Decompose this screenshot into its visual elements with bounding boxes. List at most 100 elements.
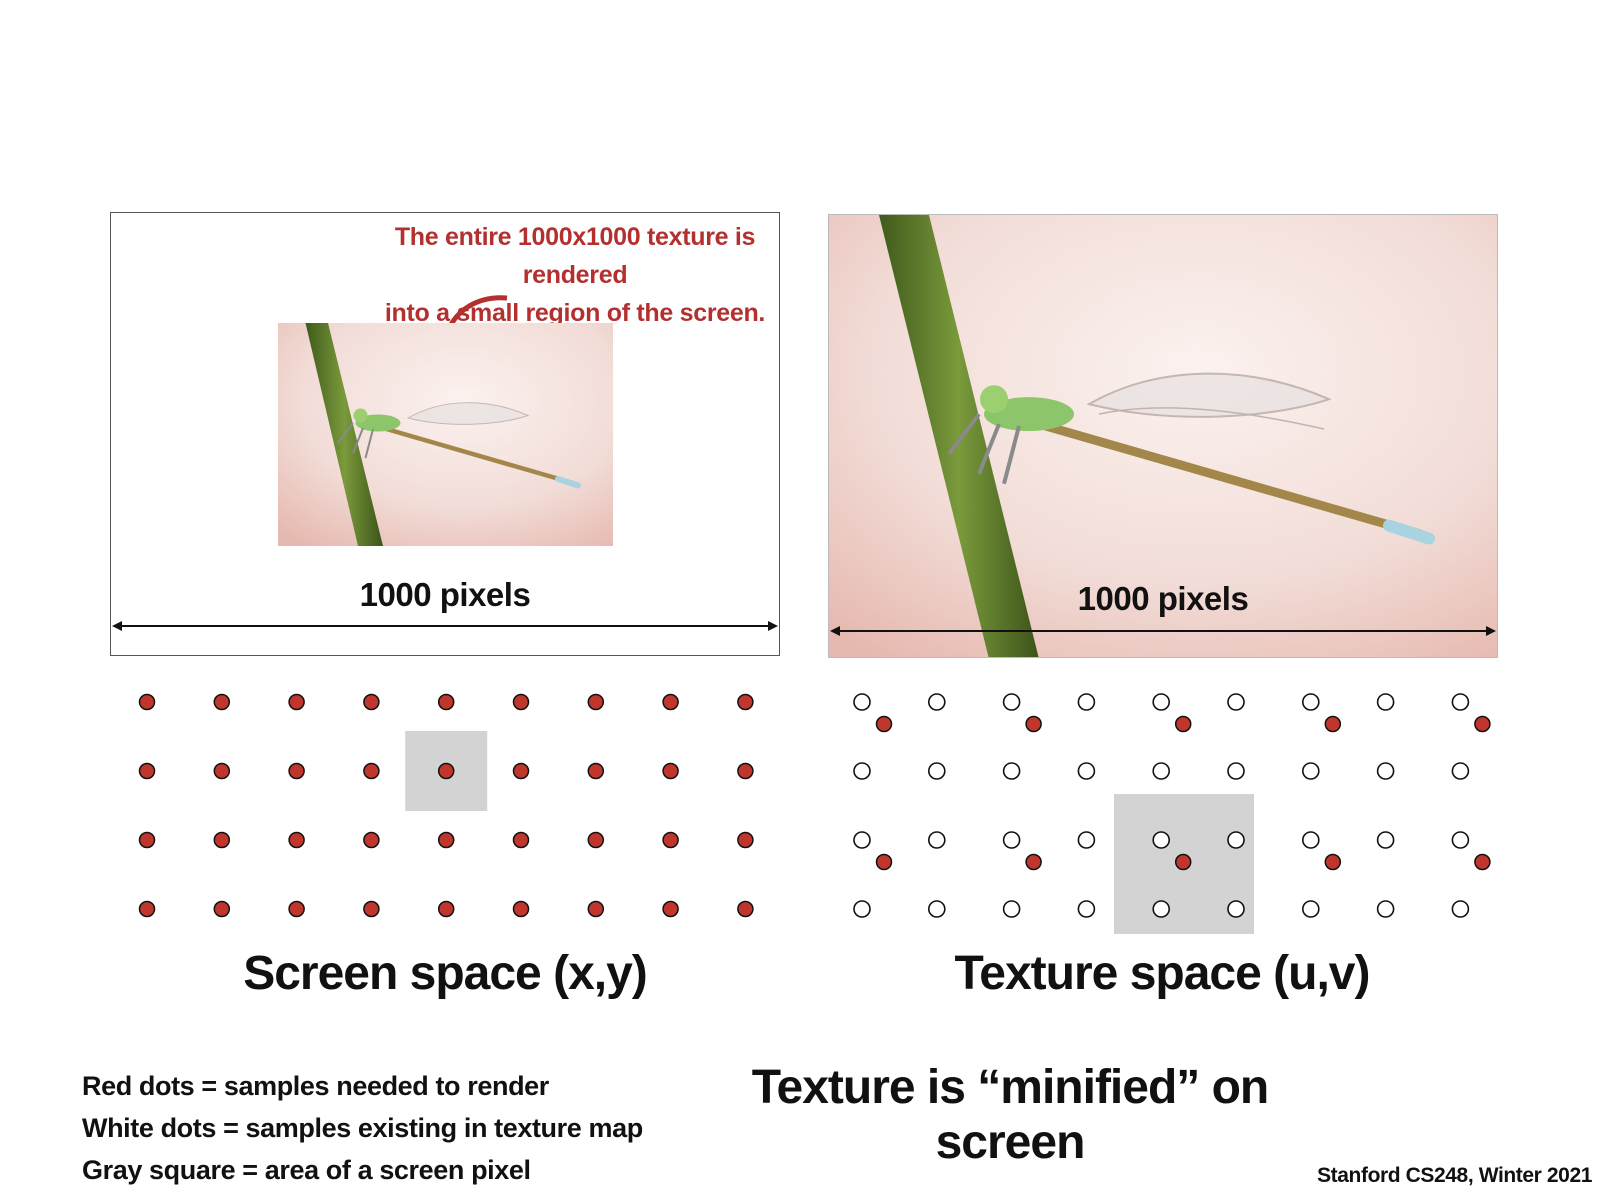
red-sample-dot bbox=[213, 762, 231, 780]
white-sample-dot bbox=[928, 900, 946, 918]
red-sample-dot bbox=[363, 693, 380, 711]
white-sample-dot bbox=[1002, 831, 1021, 849]
red-sample-dot bbox=[288, 693, 305, 711]
red-sample-dot bbox=[587, 693, 605, 711]
callout-line-2: into a small region of the screen. bbox=[384, 299, 766, 327]
white-sample-dot bbox=[853, 900, 871, 918]
dragonfly-small-image bbox=[278, 323, 613, 546]
texture-sample-grid bbox=[853, 693, 1491, 934]
screen-width-label: 1000 pixels bbox=[359, 576, 531, 613]
red-sample-dot bbox=[662, 831, 679, 849]
red-sample-dot bbox=[512, 831, 530, 849]
texture-space-title: Texture space (u,v) bbox=[954, 947, 1371, 1000]
white-sample-dot bbox=[1227, 693, 1245, 711]
white-sample-dot bbox=[1152, 900, 1171, 918]
red-sample-dot bbox=[875, 853, 893, 871]
red-sample-dot bbox=[662, 900, 679, 918]
white-sample-dot bbox=[1227, 831, 1245, 849]
white-sample-dot bbox=[853, 693, 871, 711]
white-sample-dot bbox=[1301, 762, 1320, 780]
red-sample-dot bbox=[587, 900, 605, 918]
white-sample-dot bbox=[1451, 900, 1470, 918]
white-sample-dot bbox=[1451, 762, 1470, 780]
legend-gray-square: Gray square = area of a screen pixel bbox=[82, 1155, 531, 1185]
red-sample-dot bbox=[737, 831, 754, 849]
red-sample-dot bbox=[138, 693, 156, 711]
texture-width-arrow-icon bbox=[830, 626, 1496, 636]
red-sample-dot bbox=[213, 900, 231, 918]
white-sample-dot bbox=[1152, 693, 1171, 711]
white-sample-dot bbox=[1227, 900, 1245, 918]
red-sample-dot bbox=[437, 831, 455, 849]
red-sample-dot bbox=[662, 762, 679, 780]
red-sample-dot bbox=[437, 762, 455, 780]
white-sample-dot bbox=[1002, 693, 1021, 711]
white-sample-dot bbox=[928, 831, 946, 849]
texture-width-label: 1000 pixels bbox=[1077, 580, 1249, 617]
rendered-texture-image bbox=[278, 323, 613, 546]
red-sample-dot bbox=[363, 900, 380, 918]
white-sample-dot bbox=[1002, 762, 1021, 780]
red-sample-dot bbox=[363, 831, 380, 849]
course-credit: Stanford CS248, Winter 2021 bbox=[1317, 1164, 1592, 1187]
white-sample-dot bbox=[1077, 900, 1096, 918]
white-sample-dot bbox=[853, 831, 871, 849]
red-sample-dot bbox=[138, 831, 156, 849]
red-sample-dot bbox=[587, 831, 605, 849]
red-sample-dot bbox=[213, 693, 231, 711]
white-sample-dot bbox=[853, 762, 871, 780]
red-sample-dot bbox=[138, 900, 156, 918]
red-sample-dot bbox=[875, 715, 893, 733]
white-sample-dot bbox=[1152, 831, 1171, 849]
red-sample-dot bbox=[213, 831, 231, 849]
white-sample-dot bbox=[1301, 900, 1320, 918]
red-sample-dot bbox=[737, 693, 754, 711]
white-sample-dot bbox=[1376, 762, 1395, 780]
white-sample-dot bbox=[928, 762, 946, 780]
red-sample-dot bbox=[1324, 853, 1342, 871]
white-sample-dot bbox=[1301, 831, 1320, 849]
white-sample-dot bbox=[1002, 900, 1021, 918]
red-sample-dot bbox=[737, 900, 754, 918]
white-sample-dot bbox=[1152, 762, 1171, 780]
red-sample-dot bbox=[1474, 715, 1491, 733]
white-sample-dot bbox=[1376, 693, 1395, 711]
texture-image bbox=[828, 214, 1498, 658]
white-sample-dot bbox=[928, 693, 946, 711]
callout-line-1: The entire 1000x1000 texture is rendered bbox=[394, 223, 756, 289]
screen-space-title: Screen space (x,y) bbox=[243, 947, 648, 1000]
red-sample-dot bbox=[512, 900, 530, 918]
red-sample-dot bbox=[1474, 853, 1491, 871]
red-sample-dot bbox=[1174, 853, 1192, 871]
legend-red-dots: Red dots = samples needed to render bbox=[82, 1071, 549, 1101]
red-sample-dot bbox=[1174, 715, 1192, 733]
red-sample-dot bbox=[363, 762, 380, 780]
red-sample-dot bbox=[1025, 715, 1042, 733]
red-sample-dot bbox=[1025, 853, 1042, 871]
main-message: Texture is “minified” on screen bbox=[751, 1061, 1270, 1169]
red-sample-dot bbox=[587, 762, 605, 780]
red-sample-dot bbox=[437, 900, 455, 918]
screen-sample-grid bbox=[138, 693, 754, 918]
white-sample-dot bbox=[1301, 693, 1320, 711]
red-sample-dot bbox=[1324, 715, 1342, 733]
red-sample-dot bbox=[512, 693, 530, 711]
red-sample-dot bbox=[512, 762, 530, 780]
white-sample-dot bbox=[1451, 831, 1470, 849]
white-sample-dot bbox=[1227, 762, 1245, 780]
white-sample-dot bbox=[1376, 831, 1395, 849]
white-sample-dot bbox=[1077, 831, 1096, 849]
red-sample-dot bbox=[288, 831, 305, 849]
red-sample-dot bbox=[288, 762, 305, 780]
white-sample-dot bbox=[1077, 693, 1096, 711]
white-sample-dot bbox=[1077, 762, 1096, 780]
white-sample-dot bbox=[1376, 900, 1395, 918]
red-sample-dot bbox=[138, 762, 156, 780]
callout-text: The entire 1000x1000 texture is rendered… bbox=[340, 218, 810, 332]
screen-width-arrow-icon bbox=[112, 621, 778, 631]
red-sample-dot bbox=[288, 900, 305, 918]
white-sample-dot bbox=[1451, 693, 1470, 711]
red-sample-dot bbox=[737, 762, 754, 780]
red-sample-dot bbox=[437, 693, 455, 711]
legend-white-dots: White dots = samples existing in texture… bbox=[82, 1113, 643, 1143]
